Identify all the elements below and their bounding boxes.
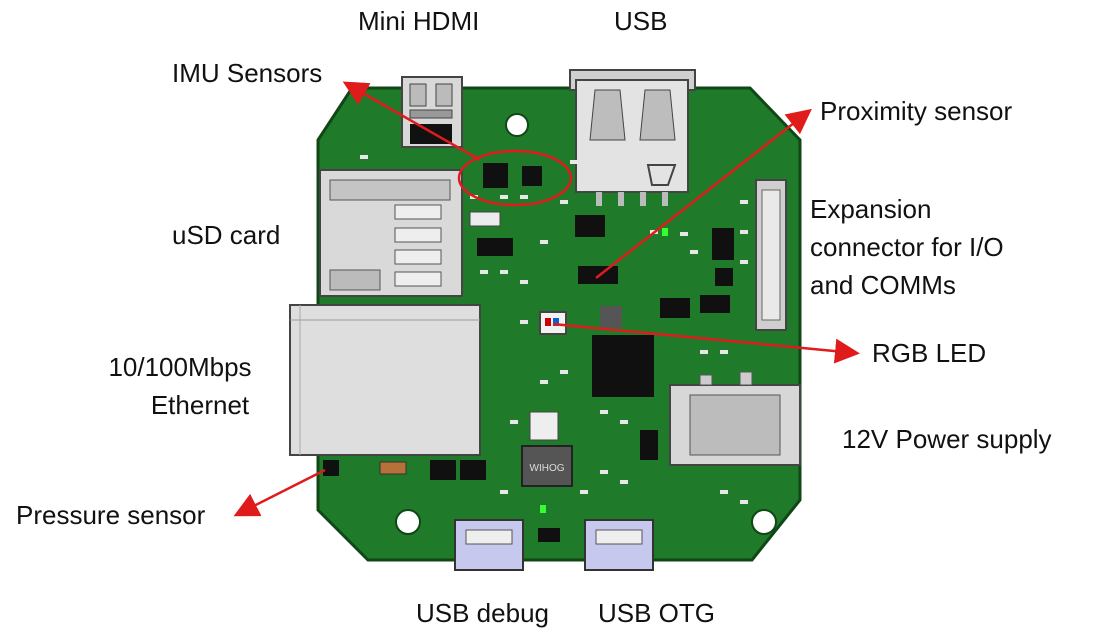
mini-hdmi-connector xyxy=(401,76,463,148)
chip xyxy=(600,306,622,328)
proximity-arrow xyxy=(595,108,812,279)
usb-otg-connector xyxy=(584,519,654,571)
ethernet-jack xyxy=(289,304,481,456)
status-led xyxy=(662,228,668,236)
power-jack xyxy=(669,371,801,466)
chip xyxy=(460,460,486,480)
label-power-supply: 12V Power supply xyxy=(842,424,1052,454)
chip xyxy=(660,298,690,318)
label-proximity-sensor: Proximity sensor xyxy=(820,96,1013,126)
capacitor xyxy=(379,461,407,475)
label-expansion-line1: Expansion xyxy=(810,194,932,224)
mounting-hole xyxy=(751,509,777,535)
rgb-led xyxy=(539,311,567,335)
imu-arrow xyxy=(342,81,481,162)
label-mini-hdmi: Mini HDMI xyxy=(358,6,480,36)
mounting-hole xyxy=(395,509,421,535)
label-ethernet-line1: 10/100Mbps xyxy=(108,352,252,382)
label-expansion-line2: connector for I/O xyxy=(810,232,1004,262)
chip xyxy=(477,238,513,256)
chip xyxy=(538,528,560,542)
inductor-marking: WIHOG xyxy=(530,463,565,474)
chip xyxy=(700,295,730,313)
mounting-hole xyxy=(505,113,529,137)
label-usb: USB xyxy=(614,6,668,36)
chip xyxy=(640,430,658,460)
label-ethernet-line2: Ethernet xyxy=(150,390,250,420)
chip xyxy=(529,411,559,441)
label-usb-otg: USB OTG xyxy=(598,598,716,628)
chip xyxy=(712,228,734,260)
chip xyxy=(575,215,605,237)
pressure-sensor-chip xyxy=(323,460,339,476)
usb-debug-connector xyxy=(454,519,524,571)
label-imu-sensors: IMU Sensors xyxy=(172,58,323,88)
inductor: WIHOG xyxy=(521,445,573,487)
status-led xyxy=(540,505,546,513)
rgb-arrow xyxy=(552,322,860,364)
label-pressure-sensor: Pressure sensor xyxy=(16,500,206,530)
imu-chip xyxy=(483,163,508,188)
main-processor xyxy=(592,335,654,397)
label-rgb-led: RGB LED xyxy=(872,338,987,368)
label-usb-debug: USB debug xyxy=(416,598,549,628)
chip xyxy=(469,211,501,227)
imu-chip xyxy=(522,166,542,186)
chip xyxy=(715,268,733,286)
usb-a-connector xyxy=(569,69,696,206)
label-usd-card: uSD card xyxy=(172,220,281,250)
label-expansion-line3: and COMMs xyxy=(810,270,956,300)
pressure-arrow xyxy=(233,468,326,517)
expansion-connector xyxy=(755,179,787,331)
chip xyxy=(430,460,456,480)
usd-card-slot xyxy=(319,169,463,297)
imu-highlight-circle xyxy=(457,149,573,207)
